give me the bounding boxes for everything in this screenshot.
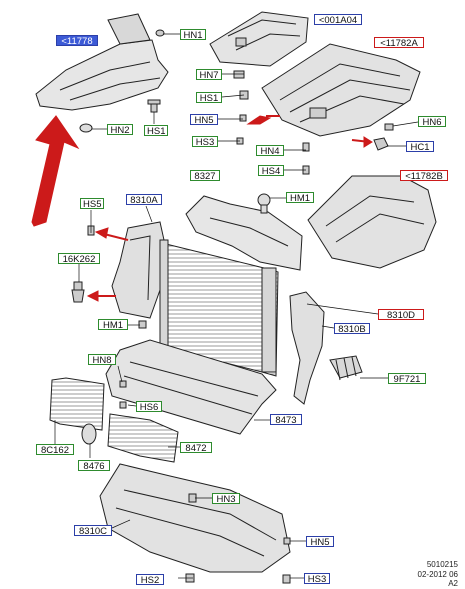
crossmember-8473 xyxy=(105,339,277,435)
label-hm1-top[interactable]: HM1 xyxy=(286,192,314,204)
label-hc1[interactable]: HC1 xyxy=(406,141,434,153)
part-16k262 xyxy=(71,281,85,303)
big-red-arrow xyxy=(31,115,80,227)
bolt-hs3-bottom xyxy=(282,574,291,584)
clip-hn7 xyxy=(233,70,245,79)
footer-code: 5010215 xyxy=(426,560,458,569)
label-9f721[interactable]: 9F721 xyxy=(388,373,426,385)
bolt-hs6 xyxy=(119,401,127,409)
grille-8c162 xyxy=(49,377,105,431)
shield-11782b xyxy=(307,175,437,269)
label-16k262[interactable]: 16K262 xyxy=(58,253,100,265)
clip-hm1-mid xyxy=(138,320,147,329)
clip-hn1-top xyxy=(155,29,165,37)
label-hn1-top[interactable]: HN1 xyxy=(180,29,206,41)
label-8310c[interactable]: 8310C xyxy=(74,525,112,537)
shield-11782a xyxy=(261,43,421,137)
clip-hn5-top xyxy=(239,114,247,122)
label-001a04[interactable]: <001A04 xyxy=(314,14,362,26)
label-hs3-bottom[interactable]: HS3 xyxy=(304,573,330,585)
leader-lines xyxy=(54,33,419,579)
clip-hn6 xyxy=(384,123,394,131)
deflector-8310a xyxy=(111,221,165,319)
part-8476 xyxy=(81,423,97,445)
label-hn5-bottom[interactable]: HN5 xyxy=(306,536,334,548)
label-hs3-top[interactable]: HS3 xyxy=(192,136,218,148)
label-hs5[interactable]: HS5 xyxy=(80,198,104,210)
grille-8472 xyxy=(107,413,179,463)
label-hs1-top[interactable]: HS1 xyxy=(144,125,168,137)
label-11782a[interactable]: <11782A xyxy=(374,37,424,49)
nut-hn2 xyxy=(79,123,93,133)
deflector-8310d xyxy=(289,291,325,405)
label-hn8[interactable]: HN8 xyxy=(88,354,116,366)
clip-hm1-top xyxy=(257,193,271,214)
label-hn6[interactable]: HN6 xyxy=(418,116,446,128)
clip-hn8 xyxy=(119,380,127,388)
label-hs1-left[interactable]: HS1 xyxy=(196,92,222,104)
label-11782b[interactable]: <11782B xyxy=(400,170,448,182)
label-hs2[interactable]: HS2 xyxy=(136,574,164,586)
clip-hn5-bottom xyxy=(283,537,291,545)
bolt-hs1-top xyxy=(147,99,161,113)
label-8310b[interactable]: 8310B xyxy=(334,323,370,335)
label-8310d[interactable]: 8310D xyxy=(378,309,424,321)
label-hs6[interactable]: HS6 xyxy=(136,401,162,413)
label-8327[interactable]: 8327 xyxy=(190,170,220,182)
label-8c162[interactable]: 8C162 xyxy=(36,444,74,456)
label-hn4[interactable]: HN4 xyxy=(256,145,284,157)
red-arrows xyxy=(31,115,373,302)
label-hs4[interactable]: HS4 xyxy=(258,165,284,177)
footer-revision: A2 xyxy=(448,579,458,588)
clip-hn4 xyxy=(302,142,310,152)
shield-8327 xyxy=(185,195,303,271)
label-hn5-top[interactable]: HN5 xyxy=(190,114,218,126)
footer-date: 02-2012 06 xyxy=(417,570,458,579)
clip-hc1 xyxy=(373,137,389,151)
part-9f721 xyxy=(329,355,363,381)
shield-11778 xyxy=(35,13,169,111)
label-hn2[interactable]: HN2 xyxy=(107,124,133,136)
shield-001a04 xyxy=(209,11,309,67)
label-11778[interactable]: <11778 xyxy=(56,35,98,47)
shield-8310c xyxy=(99,463,291,573)
label-hn7[interactable]: HN7 xyxy=(196,69,222,81)
label-8472[interactable]: 8472 xyxy=(180,442,212,454)
label-hm1-mid[interactable]: HM1 xyxy=(98,319,128,331)
arrow-to-hn5 xyxy=(246,115,272,125)
bolt-hn3 xyxy=(188,493,197,503)
label-8310a[interactable]: 8310A xyxy=(126,194,162,206)
label-8473[interactable]: 8473 xyxy=(270,414,302,426)
label-hn3[interactable]: HN3 xyxy=(212,493,240,505)
label-8476[interactable]: 8476 xyxy=(78,460,110,472)
